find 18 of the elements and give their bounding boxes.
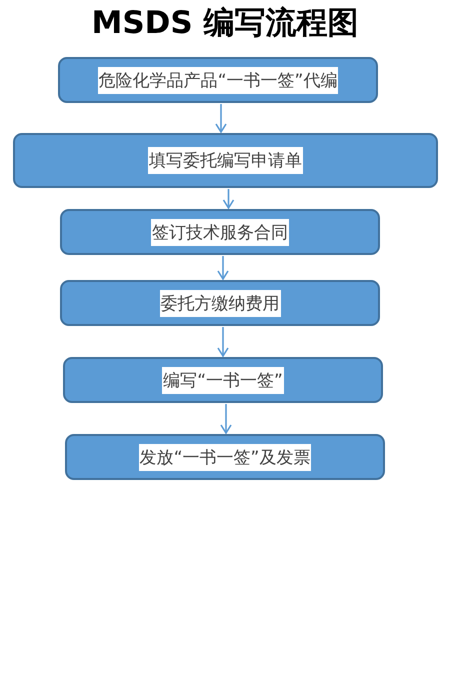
process-box [65, 434, 385, 480]
step-label: 签订技术服务合同 [151, 218, 289, 246]
process-box [13, 133, 438, 188]
title: MSDS 编写流程图 [90, 4, 360, 43]
arrow [222, 189, 234, 209]
step-label: 委托方缴纳费用 [160, 290, 280, 316]
arrow [220, 404, 232, 434]
process-box [58, 57, 378, 103]
step-label: 编写“一书一签” [162, 366, 284, 394]
arrow [217, 327, 229, 357]
step-label: 填写委托编写申请单 [148, 147, 303, 174]
process-box [60, 280, 380, 326]
process-box [60, 209, 380, 255]
step-label: 危险化学品产品“一书一签”代编 [98, 66, 338, 94]
arrow [217, 256, 229, 280]
arrow [215, 104, 227, 133]
step-label: 发放“一书一签”及发票 [138, 444, 312, 470]
process-box [63, 357, 383, 403]
